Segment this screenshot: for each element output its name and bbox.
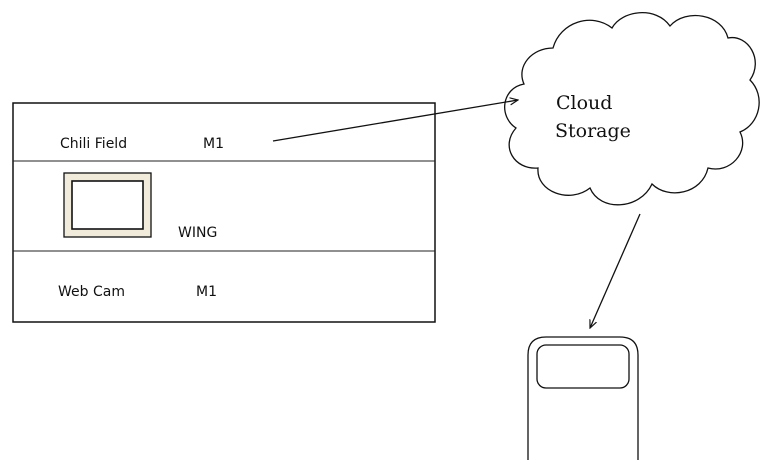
web-cam-module-label: M1 — [196, 284, 217, 300]
cloud-storage-shape — [504, 12, 760, 206]
cloud-label-line2: Storage — [555, 120, 631, 142]
cloud-to-phone-arrow — [590, 213, 641, 328]
field-to-cloud-arrow — [272, 100, 518, 142]
field-device-box: Chili Field M1 WING Web Cam M1 — [12, 102, 436, 323]
wing-screen-icon — [63, 172, 152, 238]
web-cam-label: Web Cam — [58, 284, 125, 300]
chili-field-module-label: M1 — [203, 136, 224, 152]
mobile-phone-icon — [527, 336, 639, 460]
wing-label: WING — [178, 225, 217, 241]
cloud-label-line1: Cloud — [556, 92, 612, 114]
chili-field-label: Chili Field — [60, 136, 127, 152]
